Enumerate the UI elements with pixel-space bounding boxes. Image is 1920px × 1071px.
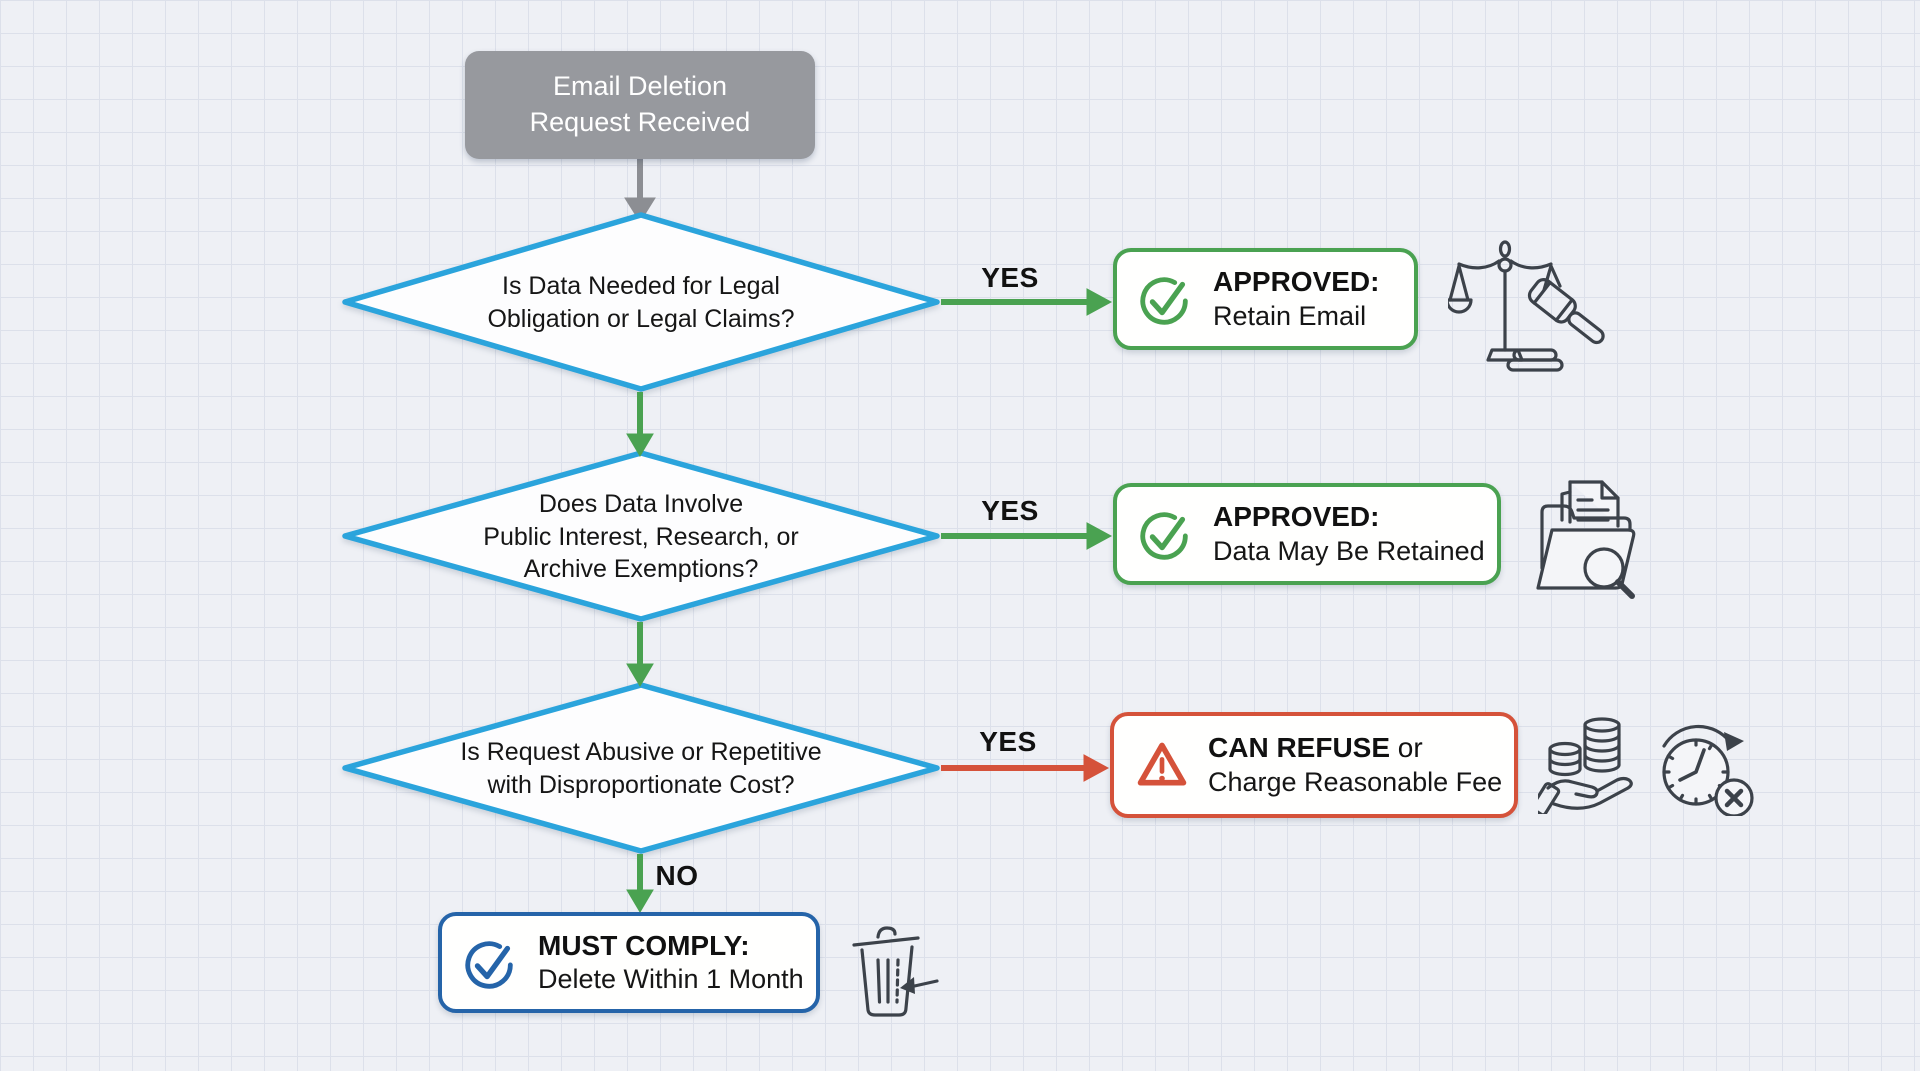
arrow-d2-yes [941, 522, 1113, 550]
arrow-start-to-d1 [624, 158, 656, 223]
arrow-d3-to-comply [626, 854, 654, 913]
folder-document-magnifier-icon [1536, 480, 1636, 599]
start-line-1: Email Deletion [552, 71, 728, 102]
decision-3-text: Is Request Abusive or Repetitive with Di… [460, 738, 822, 799]
outcome-title: MUST COMPLY: [538, 929, 750, 961]
check-circle-icon [465, 940, 513, 989]
decision-3-shape [342, 682, 940, 854]
outcome-subtitle: Retain Email [1213, 300, 1367, 331]
coins-in-hand-icon [1538, 717, 1633, 814]
outcome-title: CAN REFUSE or [1208, 732, 1423, 764]
arrow-d1-yes [941, 288, 1113, 316]
outcome-subtitle: Charge Reasonable Fee [1208, 766, 1503, 797]
clock-deadline-cancel-icon [1662, 724, 1754, 816]
decision-2-text: Does Data Involve Public Interest, Resea… [483, 490, 799, 583]
decision-1-text: Is Data Needed for Legal Obligation or L… [487, 272, 795, 333]
edge-label-yes-2: YES [981, 495, 1039, 526]
outcome-title: APPROVED: [1213, 266, 1380, 298]
outcome-subtitle: Delete Within 1 Month [538, 964, 804, 995]
outcome-approved-data-retained: APPROVED: Data May Be Retained [1113, 483, 1501, 585]
check-circle-icon [1140, 277, 1188, 325]
trash-delete-icon [852, 926, 939, 1017]
edge-label-yes-1: YES [981, 262, 1039, 293]
decision-2-shape [342, 450, 940, 622]
outcome-approved-retain-email: APPROVED: Retain Email [1113, 248, 1418, 350]
edge-label-yes-3: YES [979, 726, 1037, 757]
warning-triangle-icon [1137, 742, 1187, 786]
decision-1-shape [342, 212, 940, 392]
start-line-2: Request Received [529, 107, 751, 137]
outcome-can-refuse: CAN REFUSE or Charge Reasonable Fee [1110, 712, 1518, 818]
start-node: Email Deletion Request Received [465, 51, 815, 159]
outcome-must-comply: MUST COMPLY: Delete Within 1 Month [438, 912, 820, 1013]
outcome-title: APPROVED: [1213, 501, 1380, 533]
edge-label-no: NO [655, 860, 699, 891]
arrow-d2-to-d3 [626, 622, 654, 687]
arrow-d3-yes [941, 754, 1110, 782]
arrow-d1-to-d2 [626, 392, 654, 457]
check-circle-icon [1140, 512, 1188, 560]
scales-and-gavel-icon [1448, 240, 1605, 372]
outcome-subtitle: Data May Be Retained [1213, 535, 1485, 566]
